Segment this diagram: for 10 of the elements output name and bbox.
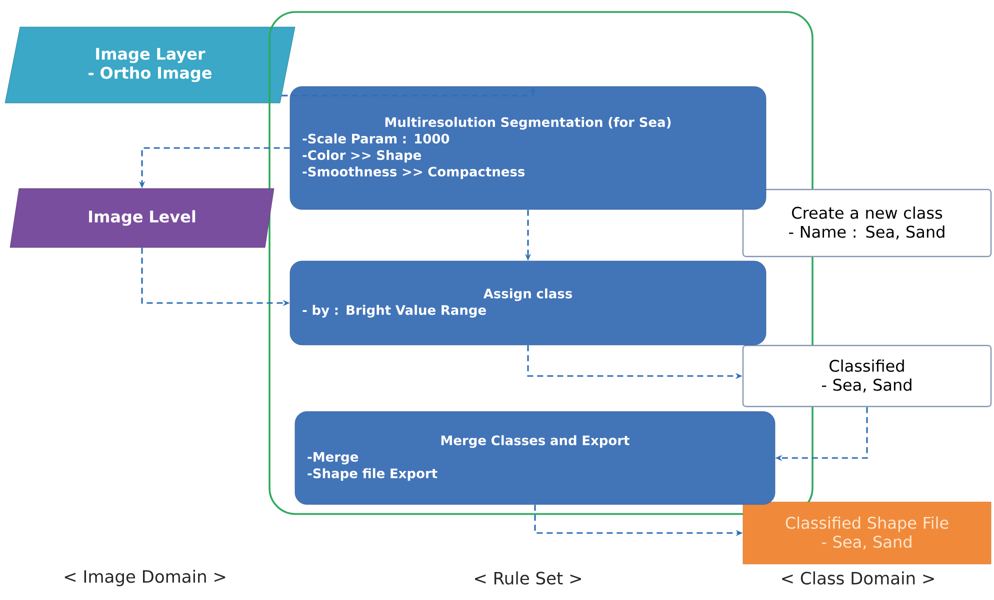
input-parallelogram: Image Level (10, 188, 274, 248)
domain-label: < Image Domain > (64, 570, 226, 586)
process-box: Assign class - by : Bright Value Range (290, 260, 766, 346)
process-box: Merge Classes and Export -Merge -Shape file Export (294, 411, 776, 505)
input-parallelogram: Image Layer - Ortho Image (4, 26, 296, 104)
class-box: Create a new class - Name : Sea, Sand (742, 188, 992, 258)
output-box: Classified Shape File - Sea, Sand (742, 502, 992, 564)
domain-label: < Rule Set > (475, 571, 581, 585)
class-box: Classified - Sea, Sand (742, 344, 992, 408)
process-box: Multiresolution Segmentation (for Sea) -Scale Param : 1000 -Color >> Shape -Smoothness >> Compactness (290, 86, 766, 210)
